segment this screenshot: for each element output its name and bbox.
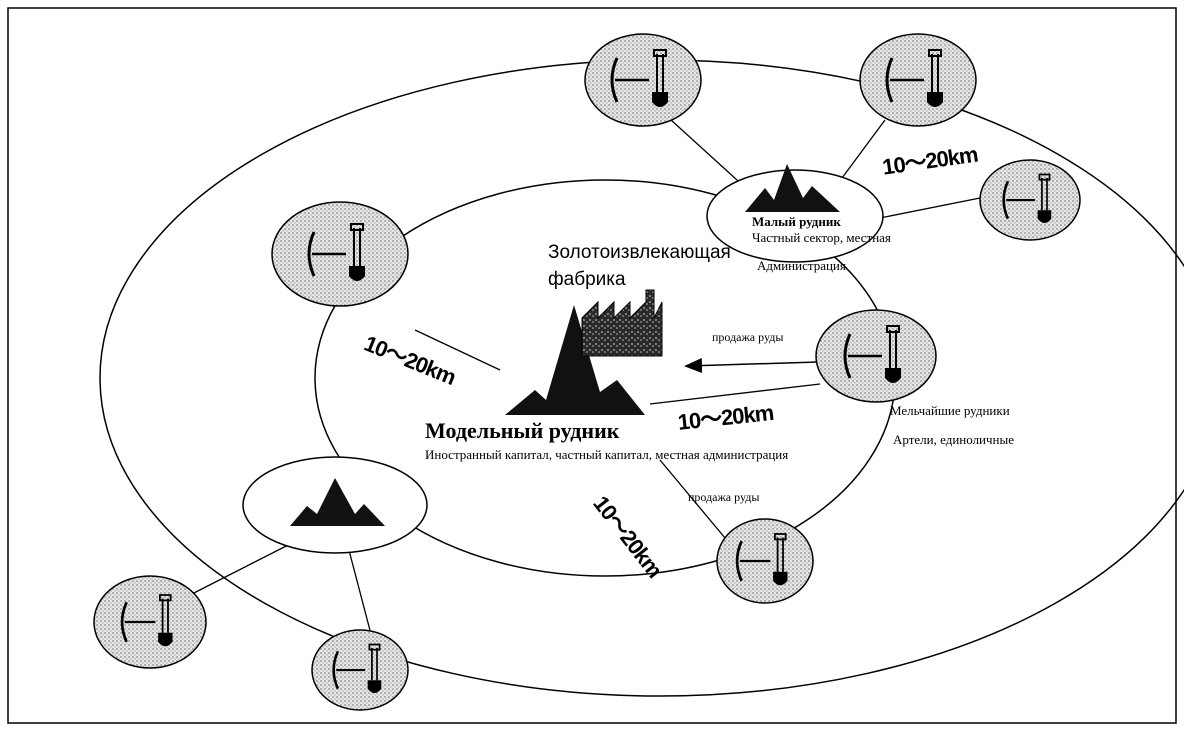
- ore-sale-label-1: продажа руды: [712, 330, 784, 344]
- small-mine-line2: Частный сектор, местная: [752, 230, 891, 245]
- tool-ellipse-3: [979, 159, 1081, 241]
- tool-ellipse-6: [716, 518, 814, 604]
- factory-label-line1: Золотоизвлекающая: [548, 242, 731, 263]
- tool-ellipse-8: [311, 629, 409, 711]
- small-mine-line3: Администрация: [757, 258, 846, 273]
- model-mine-title: Модельный рудник: [425, 418, 620, 443]
- diagram-frame: [7, 7, 1177, 724]
- tool-ellipse-5: [815, 309, 937, 403]
- ore-sale-arrow: [684, 358, 819, 374]
- outer-zone-ellipse: [99, 59, 1184, 697]
- small-mine-mountain-icon: [745, 164, 840, 212]
- tool-ellipse-4: [271, 201, 409, 307]
- tool-ellipse-2: [859, 33, 977, 127]
- small-mine-title: Малый рудник: [752, 214, 841, 229]
- secondary-mine-mountain-icon: [290, 478, 385, 526]
- tiny-mines-title: Мельчайшие рудники: [890, 403, 1010, 418]
- small-mine-ellipse: [706, 169, 884, 263]
- ore-sale-label-2: продажа руды: [688, 490, 760, 504]
- model-mine-subtitle: Иностранный капитал, частный капитал, ме…: [425, 447, 789, 462]
- gold-factory-icon: [581, 289, 663, 357]
- tool-ellipse-1: [584, 33, 702, 127]
- tiny-mines-line2: Артели, единоличные: [893, 432, 1015, 447]
- tool-ellipse-7: [93, 575, 207, 669]
- model-mine-mountain-icon: [505, 305, 645, 415]
- factory-label-line2: фабрика: [548, 269, 626, 290]
